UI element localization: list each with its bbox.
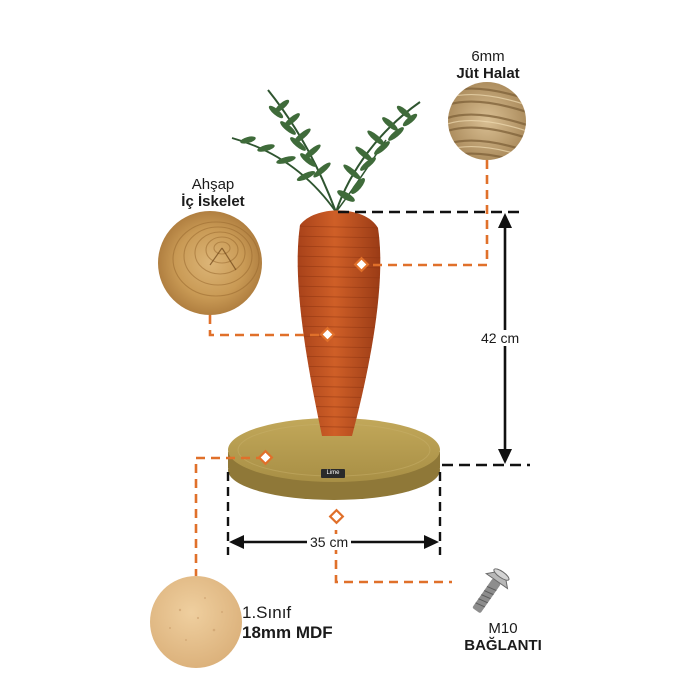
width-dimension-label: 35 cm (307, 534, 352, 550)
brand-tag-text: Lime (326, 470, 340, 476)
mdf-material-text: 18mm MDF (242, 622, 333, 642)
bolt-label: M10 BAĞLANTI (448, 620, 558, 655)
bolt-icon (472, 568, 510, 613)
wood-material-text: Ahşap (191, 176, 235, 193)
leader-diamonds (257, 256, 370, 525)
fern-leaflets (240, 99, 418, 202)
mdf-grade-text: 1.Sınıf (242, 603, 292, 622)
wood-part-text: İç İskelet (181, 193, 245, 211)
jute-size-text: 6mm (471, 48, 505, 65)
wood-label: Ahşap İç İskelet (165, 176, 261, 211)
jute-rope-swatch (448, 82, 526, 160)
mdf-label: 1.Sınıf 18mm MDF (242, 603, 333, 642)
bolt-type-text: BAĞLANTI (464, 637, 542, 655)
mdf-swatch (150, 576, 242, 668)
brand-tag (321, 469, 345, 478)
jute-label: 6mm Jüt Halat (440, 48, 536, 83)
dimension-arrowheads (229, 213, 512, 549)
bolt-size-text: M10 (488, 620, 518, 637)
jute-material-text: Jüt Halat (456, 65, 520, 83)
height-dimension-label: 42 cm (478, 330, 523, 346)
carrot-post (297, 210, 381, 436)
wood-core-swatch (158, 211, 262, 315)
